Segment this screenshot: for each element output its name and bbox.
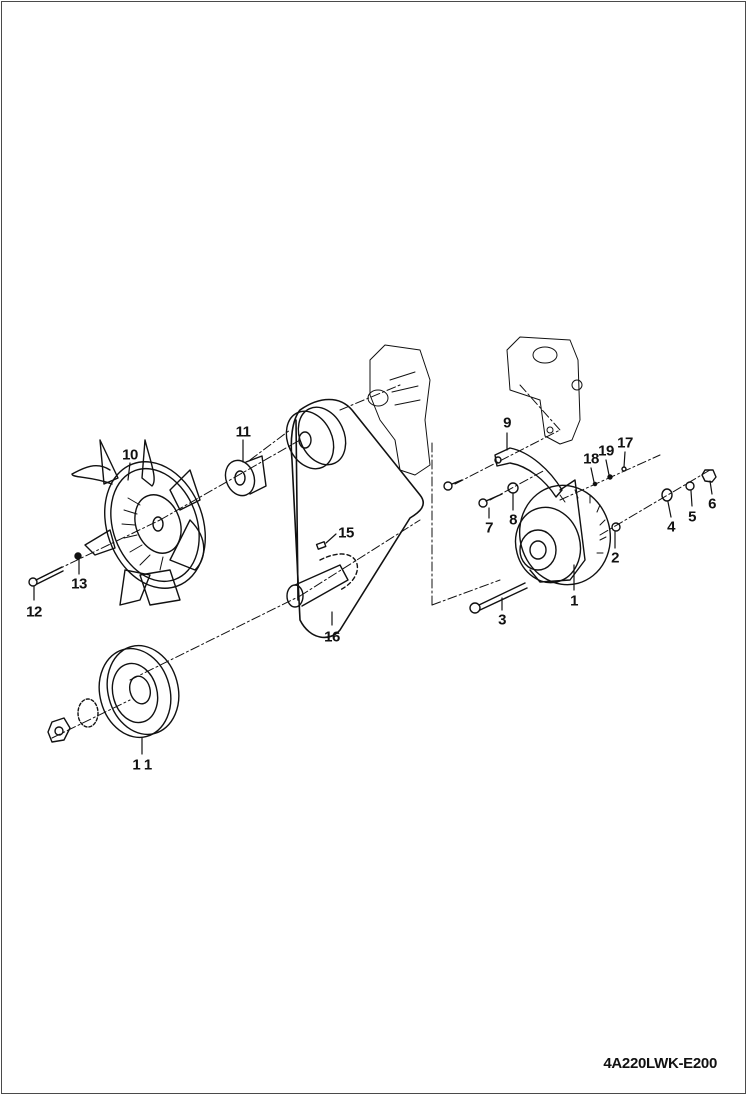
callout-6: 6 (708, 495, 716, 513)
callout-2: 2 (611, 549, 619, 567)
lock-washer-5-icon (685, 481, 695, 491)
cooling-fan-icon (71, 439, 206, 606)
adjusting-bracket-icon (494, 447, 563, 498)
key-icon (315, 541, 327, 550)
callout-13: 13 (71, 575, 87, 593)
callout-4: 4 (667, 518, 675, 536)
alternator-icon (514, 479, 612, 586)
callout-3: 3 (498, 611, 506, 629)
callout-7: 7 (485, 519, 493, 537)
callout-10: 10 (122, 446, 138, 464)
bracket-washer-icon (507, 482, 519, 494)
washer-2-icon (611, 522, 621, 532)
callout-12: 12 (26, 603, 42, 621)
v-belt-icon (290, 398, 425, 639)
nut-6-icon (701, 469, 717, 483)
crankshaft-gear-icon (286, 553, 359, 608)
engine-gear-case-icon (367, 344, 431, 476)
callout-17: 17 (617, 434, 633, 452)
fan-spacer-icon (224, 455, 267, 497)
water-pump-pulley-icon (285, 406, 347, 470)
washer-19-icon (607, 474, 613, 480)
crankshaft-pulley-icon (98, 644, 180, 739)
leader-lines (33, 432, 713, 755)
bracket-bolt-icon (443, 479, 503, 508)
pulley-washer-icon (77, 698, 99, 728)
engine-housing-icon (506, 336, 583, 445)
callout-16: 16 (324, 628, 340, 646)
callout-5: 5 (688, 508, 696, 526)
drawing-code: 4A220LWK-E200 (603, 1055, 717, 1072)
callout-11: 11 (235, 423, 251, 441)
fan-washer-icon (74, 552, 82, 560)
assembly-centerlines (39, 384, 711, 739)
callout-8: 8 (509, 511, 517, 529)
spring-washer-18-icon (592, 481, 598, 487)
washer-4-icon (661, 488, 673, 502)
callout-crank-pulley: 1 1 (132, 756, 152, 774)
callout-1: 1 (570, 592, 578, 610)
callout-19: 19 (598, 442, 614, 460)
fan-bolt-icon (28, 566, 64, 587)
pulley-nut-icon (47, 717, 71, 743)
callout-15: 15 (338, 524, 354, 542)
callout-9: 9 (503, 414, 511, 432)
long-bolt-icon (469, 582, 528, 614)
callout-18: 18 (583, 450, 599, 468)
